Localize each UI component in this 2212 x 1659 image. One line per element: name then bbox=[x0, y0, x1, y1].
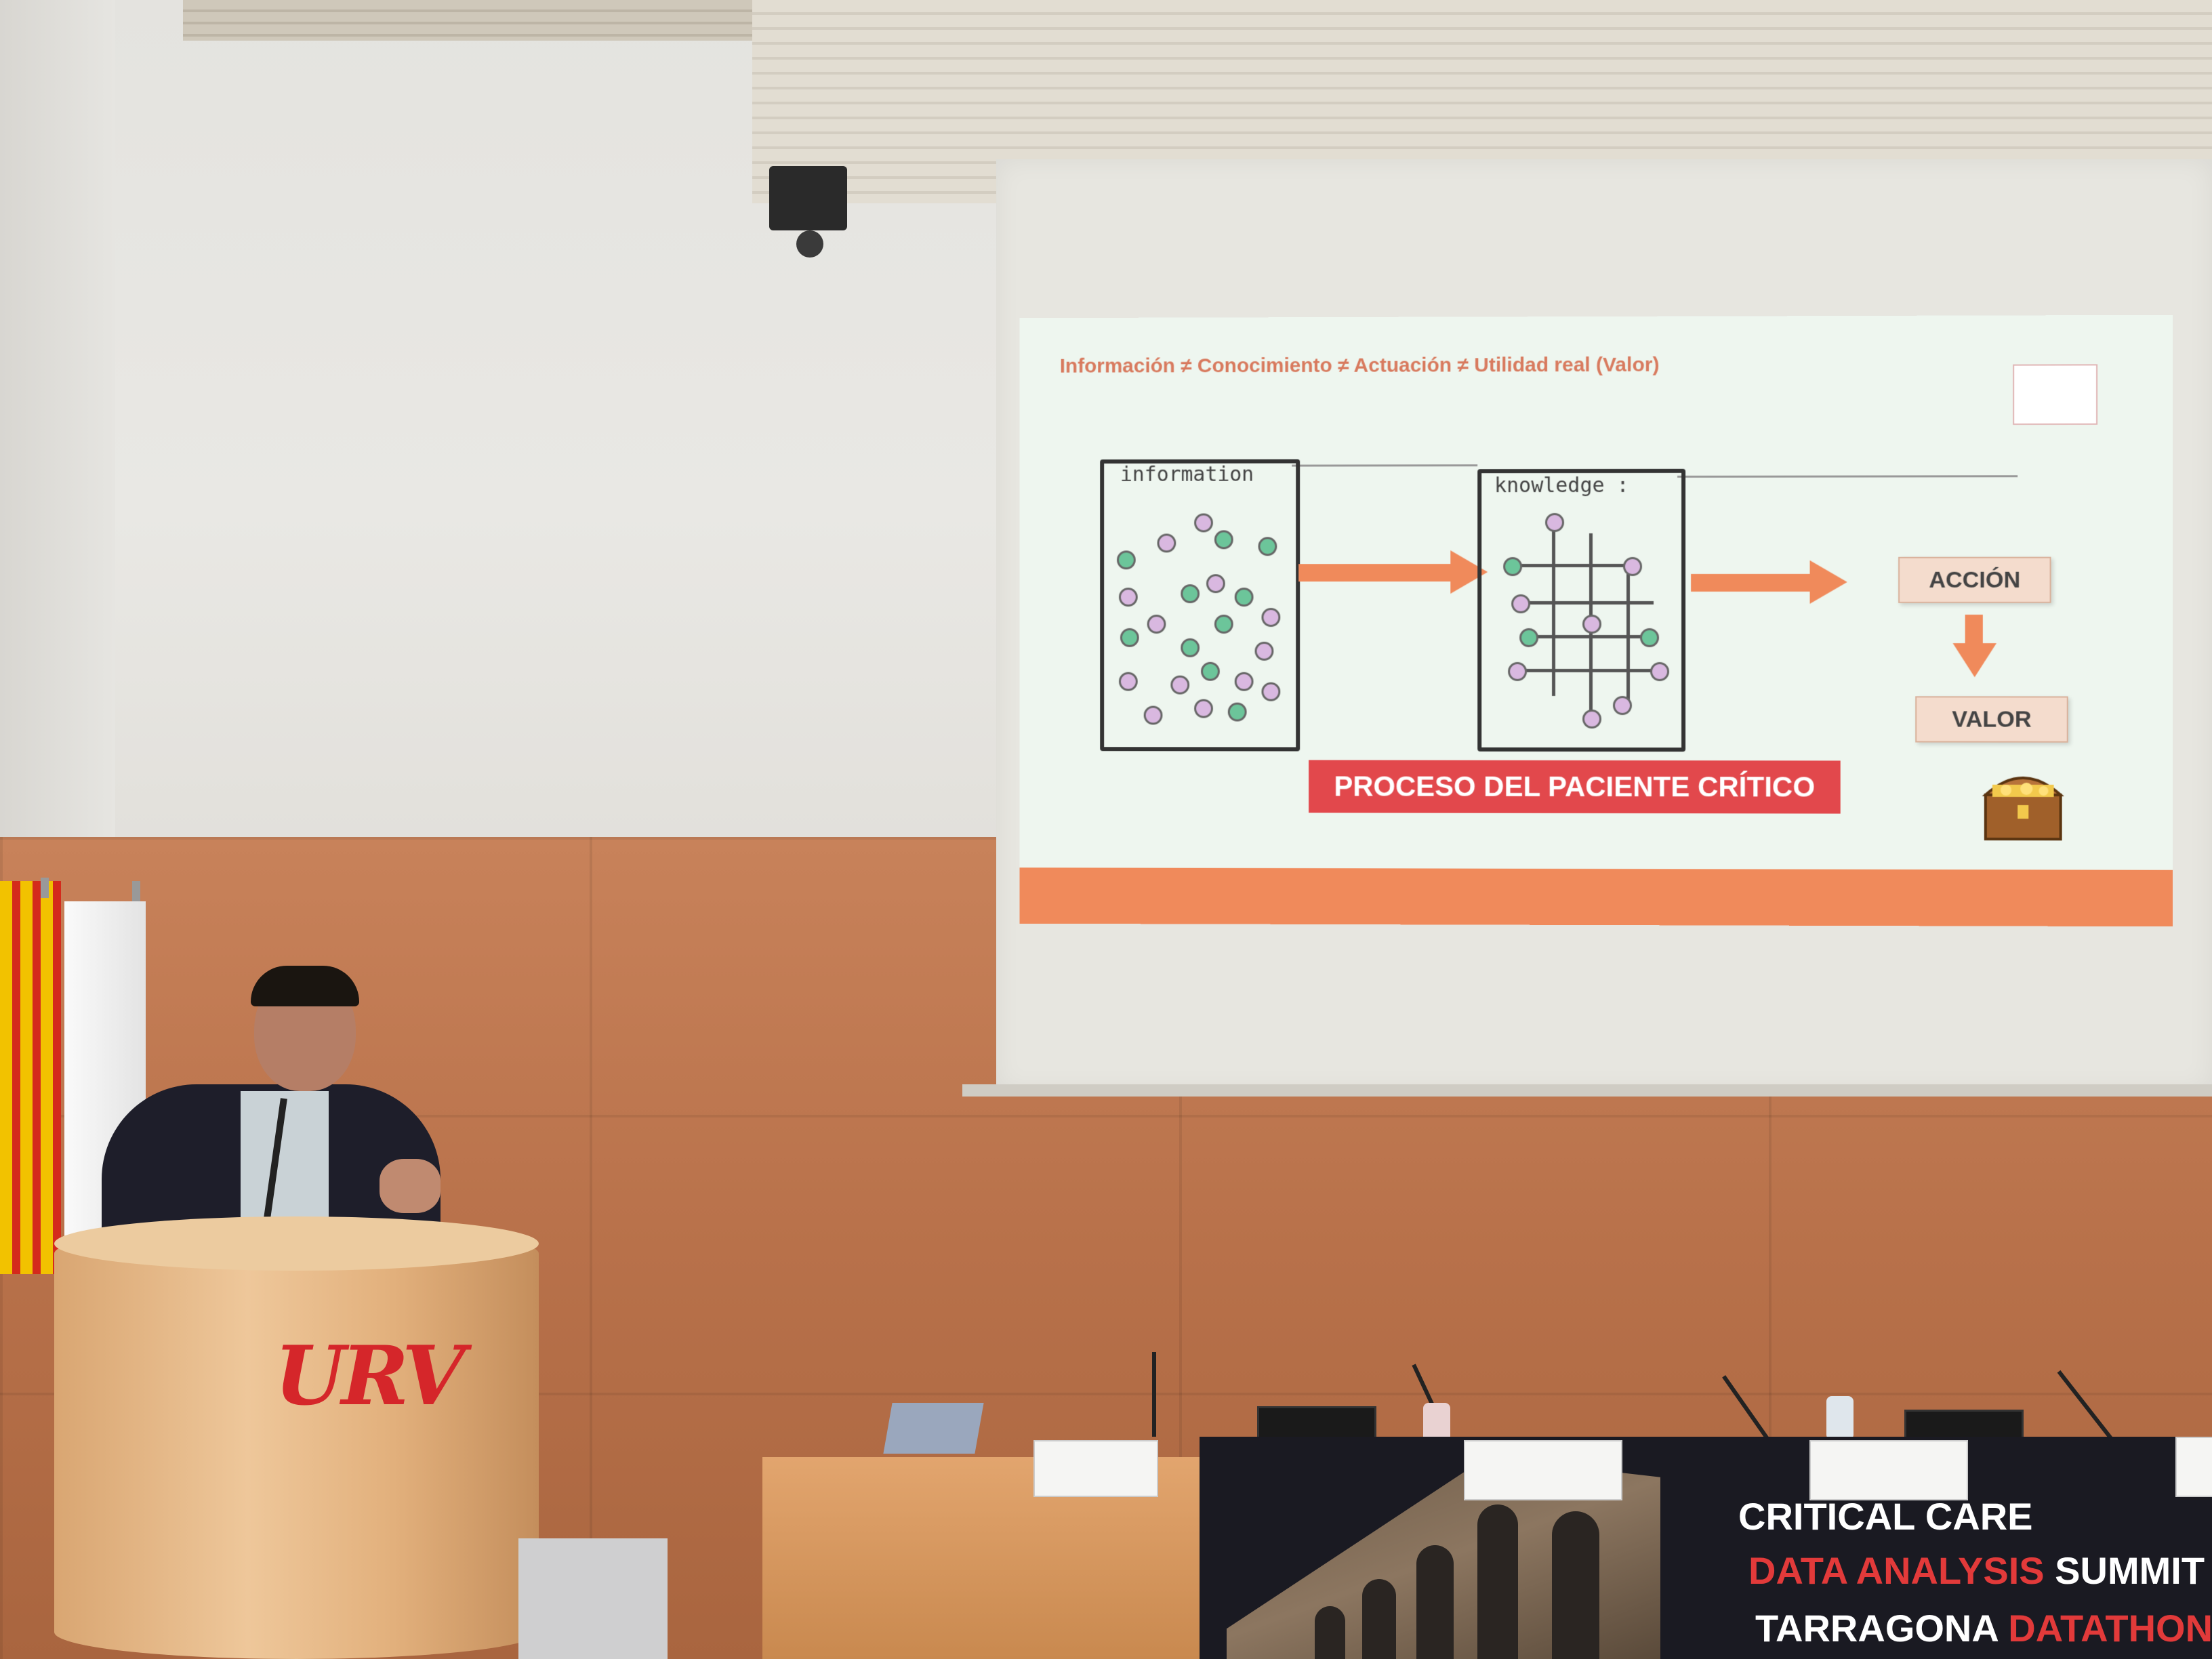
banner-red-text: DATA ANALYSIS bbox=[1748, 1549, 2045, 1592]
knowledge-dot bbox=[1650, 662, 1670, 682]
flag-pole-tip bbox=[132, 881, 140, 901]
camera-lens bbox=[796, 230, 823, 258]
slide-logo bbox=[2013, 364, 2098, 425]
connector-line bbox=[1677, 475, 2018, 478]
info-dot bbox=[1118, 588, 1138, 607]
information-label: information bbox=[1120, 462, 1254, 487]
screen-bottom-bar bbox=[962, 1084, 2212, 1097]
info-dot bbox=[1118, 672, 1138, 691]
microphone-icon bbox=[1152, 1352, 1156, 1437]
info-dot bbox=[1120, 628, 1139, 647]
speaker-hair bbox=[251, 966, 359, 1006]
circuit-line bbox=[1552, 520, 1556, 696]
info-dot bbox=[1181, 584, 1200, 604]
info-dot bbox=[1143, 705, 1163, 725]
knowledge-dot bbox=[1613, 696, 1633, 716]
info-dot bbox=[1157, 533, 1176, 553]
slide-title: Información ≠ Conocimiento ≠ Actuación ≠… bbox=[1059, 353, 1660, 377]
info-dot bbox=[1214, 615, 1233, 634]
info-dot bbox=[1261, 682, 1281, 701]
knowledge-dot bbox=[1582, 614, 1601, 634]
knowledge-sketch-box bbox=[1477, 468, 1686, 752]
aqueduct-arch bbox=[1477, 1504, 1518, 1659]
presentation-slide: Información ≠ Conocimiento ≠ Actuación ≠… bbox=[1019, 314, 2173, 927]
info-dot bbox=[1206, 574, 1225, 594]
banner-title-line1: CRITICAL CARE bbox=[1738, 1495, 2033, 1538]
banner-white-text: TARRAGONA bbox=[1755, 1607, 2009, 1650]
knowledge-dot bbox=[1519, 628, 1539, 647]
aqueduct-arch bbox=[1315, 1606, 1345, 1659]
knowledge-dot bbox=[1508, 661, 1528, 681]
arrow-shaft bbox=[1691, 573, 1814, 592]
info-dot bbox=[1254, 641, 1274, 661]
lectern-top bbox=[54, 1216, 539, 1271]
lectern bbox=[54, 1227, 539, 1659]
info-dot bbox=[1194, 699, 1213, 718]
ceiling-slats-left bbox=[183, 0, 752, 41]
arrow-shaft-vertical bbox=[1965, 614, 1983, 646]
slide-footer-bar bbox=[1019, 867, 2173, 927]
info-dot bbox=[1181, 638, 1200, 657]
knowledge-dot bbox=[1503, 557, 1523, 577]
arrow-shaft bbox=[1298, 564, 1454, 582]
circuit-line bbox=[1626, 573, 1631, 710]
circuit-line bbox=[1508, 563, 1631, 568]
info-dot bbox=[1261, 608, 1281, 627]
nameplate bbox=[1464, 1440, 1622, 1500]
knowledge-dot bbox=[1582, 709, 1601, 729]
banner-white-text: SUMMIT bbox=[2044, 1549, 2205, 1592]
proceso-banner: PROCESO DEL PACIENTE CRÍTICO bbox=[1309, 760, 1841, 814]
valor-box: VALOR bbox=[1915, 696, 2068, 743]
banner-red-text: DATATHON bbox=[2008, 1607, 2212, 1650]
banner-title-line2: DATA ANALYSIS SUMMIT bbox=[1748, 1549, 2205, 1593]
speaker-hand bbox=[380, 1159, 441, 1213]
aqueduct-arch bbox=[1552, 1511, 1599, 1659]
knowledge-dot bbox=[1640, 628, 1660, 648]
info-dot bbox=[1147, 615, 1166, 634]
info-dot bbox=[1170, 675, 1190, 695]
nameplate bbox=[1033, 1440, 1158, 1497]
laptop-screen bbox=[883, 1403, 984, 1454]
info-dot bbox=[1194, 513, 1213, 533]
arrow-down-icon bbox=[1952, 643, 1996, 678]
connector-line bbox=[1292, 464, 1478, 467]
circuit-line bbox=[1518, 600, 1654, 605]
nameplate bbox=[1809, 1440, 1968, 1500]
knowledge-dot bbox=[1511, 594, 1531, 614]
treasure-chest-icon bbox=[1979, 758, 2068, 846]
banner-title-line3: TARRAGONA DATATHON bbox=[1755, 1606, 2212, 1650]
left-wall bbox=[0, 0, 115, 847]
knowledge-dot bbox=[1623, 556, 1643, 576]
aqueduct-arch bbox=[1416, 1545, 1454, 1659]
knowledge-label: knowledge : bbox=[1494, 473, 1629, 498]
aqueduct-arch bbox=[1362, 1579, 1396, 1659]
nameplate bbox=[2175, 1437, 2212, 1497]
circuit-line bbox=[1515, 668, 1658, 673]
grey-cabinet bbox=[518, 1538, 668, 1659]
info-dot bbox=[1234, 588, 1254, 607]
info-dot bbox=[1116, 550, 1136, 570]
info-dot bbox=[1214, 530, 1233, 550]
info-dot bbox=[1227, 702, 1247, 722]
catalan-flag bbox=[0, 881, 61, 1274]
knowledge-dot bbox=[1545, 513, 1565, 533]
lectern-logo: URV bbox=[274, 1328, 465, 1424]
info-dot bbox=[1234, 672, 1254, 691]
water-bottle bbox=[1826, 1396, 1853, 1440]
flag-pole-tip bbox=[41, 878, 49, 898]
info-dot bbox=[1201, 661, 1220, 681]
accion-box: ACCIÓN bbox=[1898, 556, 2051, 603]
info-dot bbox=[1258, 537, 1277, 556]
arrow-right-icon bbox=[1809, 560, 1847, 604]
security-camera-icon bbox=[769, 166, 847, 230]
